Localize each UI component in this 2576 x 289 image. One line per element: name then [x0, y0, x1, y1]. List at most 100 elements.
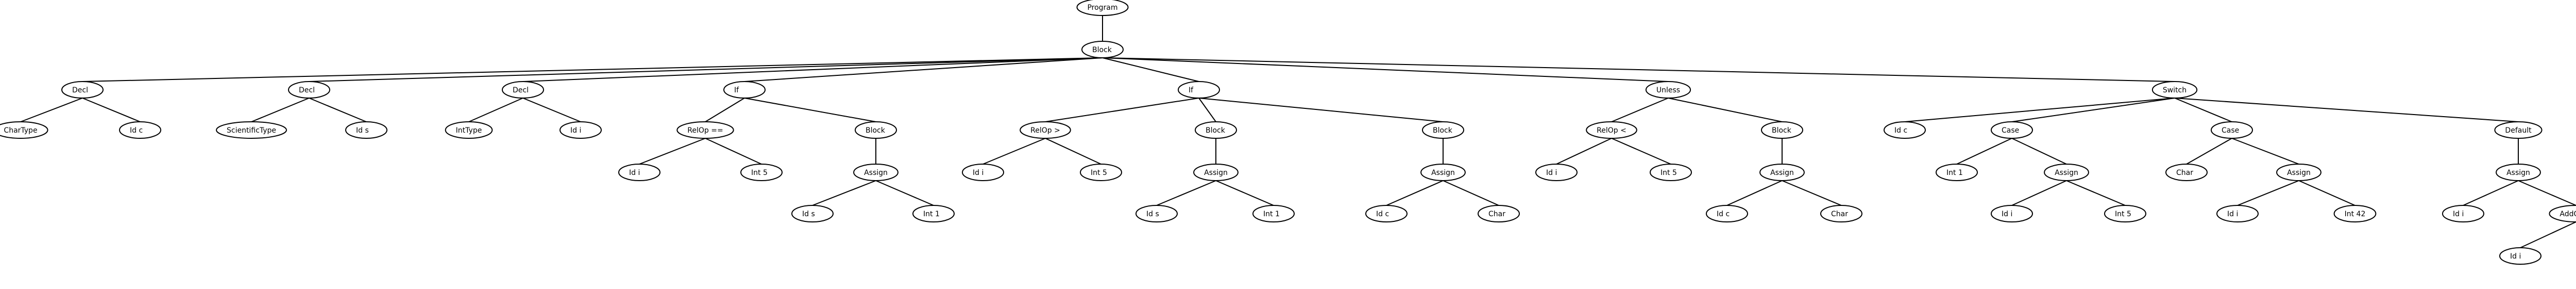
- edge-default_assign-to-addop: [2518, 180, 2576, 206]
- node-ellipse: [2216, 205, 2259, 222]
- node-label: Unless: [1656, 86, 1680, 94]
- node-ellipse: [2104, 205, 2146, 222]
- node-ellipse: [119, 121, 161, 139]
- edge-if2_assign2-to-if2_assign2_id: [1386, 180, 1444, 206]
- node-label: Id s: [1146, 210, 1159, 218]
- edge-if2_assign1-to-if2_assign1_id: [1156, 180, 1216, 206]
- node-label: Case: [2002, 126, 2019, 135]
- node-label: Assign: [1204, 169, 1228, 177]
- edge-case2-to-case2_char: [2186, 138, 2232, 165]
- tree-node-int-5-if1_relop_int: Int 5: [740, 164, 783, 181]
- node-label: AddOp +: [2560, 210, 2576, 218]
- node-label: Id c: [1717, 210, 1730, 218]
- edge-if1_assign-to-if1_assign_int: [875, 180, 934, 206]
- node-ellipse: [288, 81, 330, 99]
- tree-node-scientifictype-scientific: ScientificType: [215, 121, 287, 139]
- tree-node-block-if1_block: Block: [855, 121, 897, 139]
- tree-node-id-i-decl3_id: Id i: [560, 121, 602, 139]
- tree-node-id-s-if1_assign_id: Id s: [791, 205, 834, 222]
- tree-node-decl-decl1: Decl: [61, 81, 104, 99]
- tree-node-assign-if2_assign1: Assign: [1193, 164, 1239, 181]
- edge-case1-to-case1_int: [1956, 138, 2012, 165]
- edge-if2-to-if2_block1: [1198, 98, 1216, 122]
- edge-case1_assign-to-case1_assign_int: [2066, 180, 2126, 206]
- edge-block_root-to-decl1: [82, 57, 1103, 82]
- tree-node-assign-unless_assign: Assign: [1759, 164, 1805, 181]
- tree-node-block-if2_block2: Block: [1422, 121, 1464, 139]
- tree-node-id-c-switch_id: Id c: [1884, 121, 1926, 139]
- node-ellipse: [2276, 164, 2321, 181]
- node-label: Int 1: [1263, 210, 1280, 218]
- edge-block_root-to-if2: [1102, 57, 1199, 82]
- node-ellipse: [723, 81, 766, 99]
- node-ellipse: [791, 205, 834, 222]
- node-label: Assign: [1431, 169, 1455, 177]
- node-ellipse: [740, 164, 783, 181]
- node-label: Block: [1772, 126, 1792, 135]
- node-ellipse: [345, 121, 387, 139]
- node-ellipse: [618, 164, 660, 181]
- node-ellipse: [215, 121, 287, 139]
- node-ellipse: [1706, 205, 1748, 222]
- node-label: Char: [1831, 210, 1848, 218]
- tree-node-if-if1: If: [723, 81, 766, 99]
- edge-case2-to-case2_assign: [2231, 138, 2299, 165]
- tree-node-decl-decl3: Decl: [502, 81, 544, 99]
- node-label: Block: [1092, 46, 1112, 54]
- edge-switch-to-switch_id: [1904, 98, 2175, 122]
- node-label: Id i: [1546, 169, 1557, 177]
- edge-default_assign-to-default_assign_id: [2463, 180, 2519, 206]
- node-ellipse: [912, 205, 955, 222]
- node-ellipse: [2499, 247, 2541, 265]
- node-ellipse: [2549, 205, 2576, 222]
- node-label: IntType: [456, 126, 482, 135]
- node-ellipse: [1535, 164, 1578, 181]
- tree-node-int-1-case1_int: Int 1: [1936, 164, 1978, 181]
- node-label: Int 5: [1091, 169, 1107, 177]
- tree-node-default-default: Default: [2494, 121, 2543, 139]
- edge-if1_relop-to-if1_relop_id: [639, 138, 706, 165]
- node-ellipse: [2151, 81, 2198, 99]
- node-ellipse: [1178, 81, 1220, 99]
- node-ellipse: [1884, 121, 1926, 139]
- node-ellipse: [61, 81, 104, 99]
- node-ellipse: [502, 81, 544, 99]
- node-ellipse: [1136, 205, 1178, 222]
- tree-node-unless-unless: Unless: [1645, 81, 1691, 99]
- node-label: Id s: [802, 210, 815, 218]
- node-label: If: [1189, 86, 1194, 94]
- edge-unless-to-unless_block: [1668, 98, 1783, 122]
- tree-node-relop-if2_relop: RelOp >: [1020, 121, 1071, 139]
- node-ellipse: [962, 164, 1004, 181]
- node-ellipse: [445, 121, 493, 139]
- tree-node-relop-unless_relop: RelOp <: [1586, 121, 1637, 139]
- node-ellipse: [2165, 164, 2208, 181]
- node-ellipse: [1759, 164, 1805, 181]
- node-label: Int 5: [1660, 169, 1677, 177]
- node-label: Id s: [356, 126, 369, 135]
- tree-node-block-unless_block: Block: [1761, 121, 1803, 139]
- edge-decl3-to-inttype: [468, 98, 523, 122]
- tree-node-id-s-if2_assign1_id: Id s: [1136, 205, 1178, 222]
- node-label: Block: [1206, 126, 1226, 135]
- node-label: Id c: [130, 126, 143, 135]
- node-label: Decl: [299, 86, 315, 94]
- node-label: Int 1: [1946, 169, 1963, 177]
- node-ellipse: [1020, 121, 1071, 139]
- edge-if2_assign2-to-if2_assign2_char: [1443, 180, 1499, 206]
- node-ellipse: [1586, 121, 1637, 139]
- tree-node-if-if2: If: [1178, 81, 1220, 99]
- node-label: Id i: [973, 169, 984, 177]
- node-label: Id i: [2510, 252, 2521, 261]
- tree-node-relop-if1_relop: RelOp ==: [676, 121, 734, 139]
- node-ellipse: [1761, 121, 1803, 139]
- node-ellipse: [853, 164, 899, 181]
- tree-node-id-i-addop_id: Id i: [2499, 247, 2541, 265]
- node-ellipse: [1252, 205, 1295, 222]
- tree-node-id-i-default_assign_id: Id i: [2442, 205, 2484, 222]
- edge-decl1-to-chartype: [20, 98, 83, 122]
- edge-block_root-to-decl2: [309, 57, 1103, 82]
- edge-case2_assign-to-case2_assign_int: [2298, 180, 2355, 206]
- edge-if2-to-if2_relop: [1045, 98, 1199, 122]
